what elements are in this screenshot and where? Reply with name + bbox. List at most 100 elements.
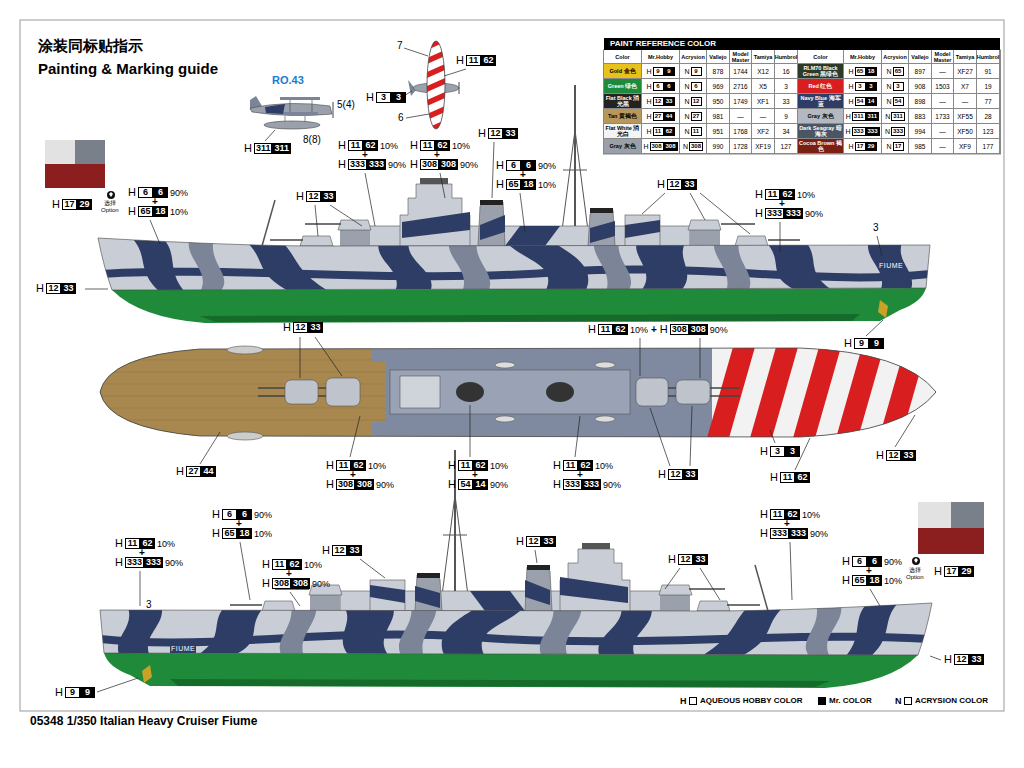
table-cell: 1728 <box>730 139 752 154</box>
mr-color-code: 333 <box>144 557 163 568</box>
paint-code: 12 <box>886 450 901 461</box>
legend-text: AQUEOUS HOBBY COLOR <box>700 696 803 706</box>
mr-color-code: 33 <box>61 283 76 294</box>
table-cell: 969 <box>707 79 730 94</box>
mix-percent: 10% <box>254 529 272 539</box>
column-header: Tamiya <box>954 50 977 64</box>
mr-color-code: 33 <box>682 179 697 190</box>
paint-code: 6 <box>506 160 521 171</box>
paint-code: 17 <box>944 566 959 577</box>
paint-prefix: H <box>844 338 852 349</box>
paint-code: 9 <box>854 338 869 349</box>
mr-color-code: 44 <box>664 112 675 121</box>
paint-prefix: H <box>658 469 666 480</box>
paint-callout: H1233 <box>478 128 518 139</box>
color-swatch: Navy Blue 海军蓝 <box>798 94 844 109</box>
plus-sign: + <box>577 471 583 479</box>
paint-callout: H541490% <box>448 479 508 490</box>
paint-callout: H33333390% <box>115 557 183 568</box>
paint-prefix: N <box>886 143 891 150</box>
color-name: Gold 金色 <box>609 68 635 74</box>
column-header-text: Model Master <box>932 51 953 63</box>
plus-sign: + <box>784 520 790 528</box>
column-header: Humbrol <box>977 50 1000 64</box>
paint-number: — <box>939 143 946 150</box>
table-cell: 34 <box>775 124 798 139</box>
table-cell: XF27 <box>954 64 977 79</box>
mr-color-code: 62 <box>481 55 496 66</box>
paint-mix: H6690%+H651810% <box>842 556 902 586</box>
paint-code: 3 <box>376 92 391 103</box>
paint-mix: H6690%+H651810% <box>212 509 272 539</box>
mr-color-code: 333 <box>582 479 601 490</box>
paint-prefix: H <box>212 509 220 520</box>
paint-number: XF55 <box>957 113 973 120</box>
paint-callout: H30830890% <box>660 324 728 335</box>
paint-prefix: H <box>456 55 464 66</box>
paint-number: X7 <box>961 83 969 90</box>
paint-prefix: H <box>176 466 184 477</box>
paint-callout: H1162 <box>646 127 674 136</box>
mix-percent: 10% <box>630 325 648 335</box>
table-cell: N3 <box>882 79 909 94</box>
mr-color-code: 33 <box>664 97 675 106</box>
paint-number: — <box>939 128 946 135</box>
paint-callout: H333333 <box>845 127 879 136</box>
label: Option <box>906 574 924 581</box>
paint-code: 17 <box>62 199 77 210</box>
column-header-text: Color <box>615 54 629 60</box>
paint-number: 1768 <box>733 128 747 135</box>
paint-prefix: H <box>760 509 768 520</box>
paint-callout: H1729 <box>934 566 974 577</box>
paint-prefix: H <box>366 92 374 103</box>
color-swatch: Green 绿色 <box>604 79 642 94</box>
paint-prefix: H <box>55 687 63 698</box>
paint-callout: H30830890% <box>410 159 478 170</box>
paint-callout: H116210% <box>262 559 322 570</box>
mr-color-code: 18 <box>866 67 877 76</box>
paint-code: 11 <box>691 127 702 136</box>
plus-sign: + <box>866 567 872 575</box>
paint-code: 6 <box>691 82 702 91</box>
color-name: Gray 灰色 <box>609 143 635 149</box>
paint-prefix: H <box>660 324 668 335</box>
table-cell: 77 <box>977 94 1000 109</box>
paint-number: 990 <box>713 143 724 150</box>
paint-code: 11 <box>780 472 795 483</box>
table-cell: XF1 <box>752 94 775 109</box>
paint-number: 91 <box>984 68 991 75</box>
paint-prefix: H <box>848 98 853 105</box>
paint-code: 11 <box>348 140 363 151</box>
paint-callout: H116210% <box>755 189 815 200</box>
column-header-text: Acrysion <box>681 54 705 60</box>
paint-callout: H1233 <box>516 536 556 547</box>
paint-code: 6 <box>852 556 867 567</box>
paint-mix: H116210%+H541490% <box>448 460 508 490</box>
mix-percent: 10% <box>157 539 175 549</box>
mr-color-code: 6 <box>867 556 882 567</box>
color-name: Red 红色 <box>809 83 833 89</box>
column-header: Color <box>604 50 642 64</box>
paint-prefix: H <box>848 68 853 75</box>
paint-code: 333 <box>765 208 784 219</box>
table-cell: N17 <box>882 139 909 154</box>
mr-color-code: 33 <box>901 450 916 461</box>
paint-callout: H1233 <box>944 654 984 665</box>
paint-callout: H311311 <box>244 143 291 154</box>
table-cell: — <box>954 94 977 109</box>
paint-prefix: H <box>52 199 60 210</box>
paint-prefix: H <box>212 528 220 539</box>
paint-prefix: H <box>842 575 850 586</box>
table-cell: — <box>752 109 775 124</box>
paint-number: 950 <box>713 98 724 105</box>
acrysion-code: N308 <box>683 142 703 151</box>
paint-callout: H6690% <box>842 556 902 567</box>
table-cell: 1768 <box>730 124 752 139</box>
paint-code: 12 <box>668 469 683 480</box>
mr-color-code: 62 <box>578 460 593 471</box>
paint-number: XF27 <box>957 68 973 75</box>
table-cell: 2716 <box>730 79 752 94</box>
paint-prefix: N <box>886 83 891 90</box>
column-header-text: Color <box>813 54 827 60</box>
column-header-text: Humbrol <box>977 54 1000 60</box>
